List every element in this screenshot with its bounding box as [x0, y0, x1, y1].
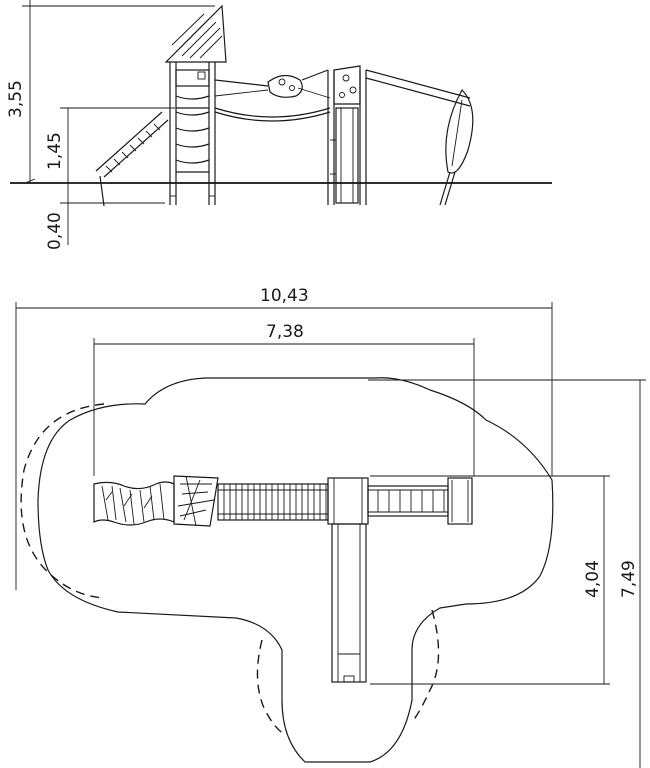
ladder-rungs: [377, 490, 445, 512]
side-elevation-view: 3,55 1,45 0,40: [6, 0, 552, 250]
plan-view: 10,43 7,38 4,04 7,49: [15, 286, 646, 768]
impact-area-dashed-left: [20, 403, 105, 599]
net-end-plan: [447, 477, 473, 525]
dimension-equipment-length: 7,38: [266, 322, 304, 342]
bridge-plan: [217, 483, 329, 521]
dimension-overall-length: 10,43: [260, 286, 309, 306]
tower-structure: [164, 4, 227, 205]
dimension-platform-height: 1,45: [45, 132, 65, 170]
impact-area-dashed-bottom-left: [256, 639, 285, 735]
dimension-total-height: 3,55: [6, 80, 26, 118]
impact-area-dashed-bottom-right: [411, 609, 440, 723]
tower-roof-plan: [173, 475, 219, 527]
sail-net: [365, 69, 474, 206]
plan-dimension-lines: [15, 302, 646, 768]
dimension-foundation-depth: 0,40: [45, 212, 65, 250]
impact-area-outline: [37, 377, 554, 763]
climbing-ramp: [95, 111, 169, 207]
slide-tower: [327, 65, 367, 205]
bridge-planks: [223, 484, 327, 520]
climbing-net-plan: [93, 481, 175, 526]
platform-plan: [327, 477, 369, 525]
slide-plan: [331, 523, 367, 683]
rope-bridge: [214, 69, 331, 122]
ladder-plan: [367, 485, 449, 517]
dimension-equipment-width: 4,04: [583, 560, 603, 598]
dimension-overall-width: 7,49: [619, 560, 639, 598]
vertical-dimension-lines: [22, 0, 215, 245]
